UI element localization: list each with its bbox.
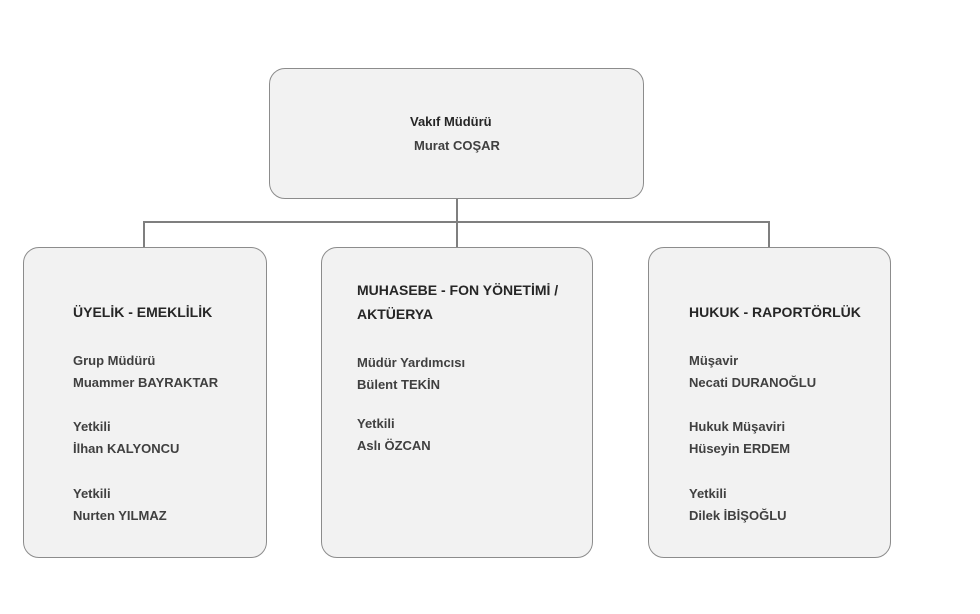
department-heading-line-1: MUHASEBE - FON YÖNETİMİ / [357,282,559,298]
department-box-hukuk: HUKUK - RAPORTÖRLÜK Müşavir Necati DURAN… [648,247,891,558]
member-name: Hüseyin ERDEM [689,441,791,456]
member-name: Necati DURANOĞLU [689,375,817,390]
department-heading: ÜYELİK - EMEKLİLİK [73,304,213,320]
director-box: Vakıf Müdürü Murat COŞAR [269,68,644,199]
member-name: Aslı ÖZCAN [357,438,431,453]
member-name: İlhan KALYONCU [73,441,180,456]
member-name: Dilek İBİŞOĞLU [689,508,787,523]
member-name: Bülent TEKİN [357,377,441,392]
connector-right-down [768,221,770,248]
member-role: Grup Müdürü [73,353,156,368]
director-name: Murat COŞAR [414,138,500,153]
department-box-muhasebe: MUHASEBE - FON YÖNETİMİ / AKTÜERYA Müdür… [321,247,593,558]
member-name: Muammer BAYRAKTAR [73,375,219,390]
member-name: Nurten YILMAZ [73,508,167,523]
member-role: Müşavir [689,353,739,368]
connector-left-down [143,221,145,248]
member-role: Müdür Yardımcısı [357,355,466,370]
department-box-uyelik: ÜYELİK - EMEKLİLİK Grup Müdürü Muammer B… [23,247,267,558]
department-heading-line-2: AKTÜERYA [357,306,433,322]
member-role: Yetkili [357,416,395,431]
connector-center-down [456,221,458,248]
connector-director-down [456,198,458,223]
member-role: Yetkili [73,486,111,501]
member-role: Hukuk Müşaviri [689,419,786,434]
member-role: Yetkili [689,486,727,501]
director-title: Vakıf Müdürü [410,114,492,129]
member-role: Yetkili [73,419,111,434]
department-heading: HUKUK - RAPORTÖRLÜK [689,304,861,320]
